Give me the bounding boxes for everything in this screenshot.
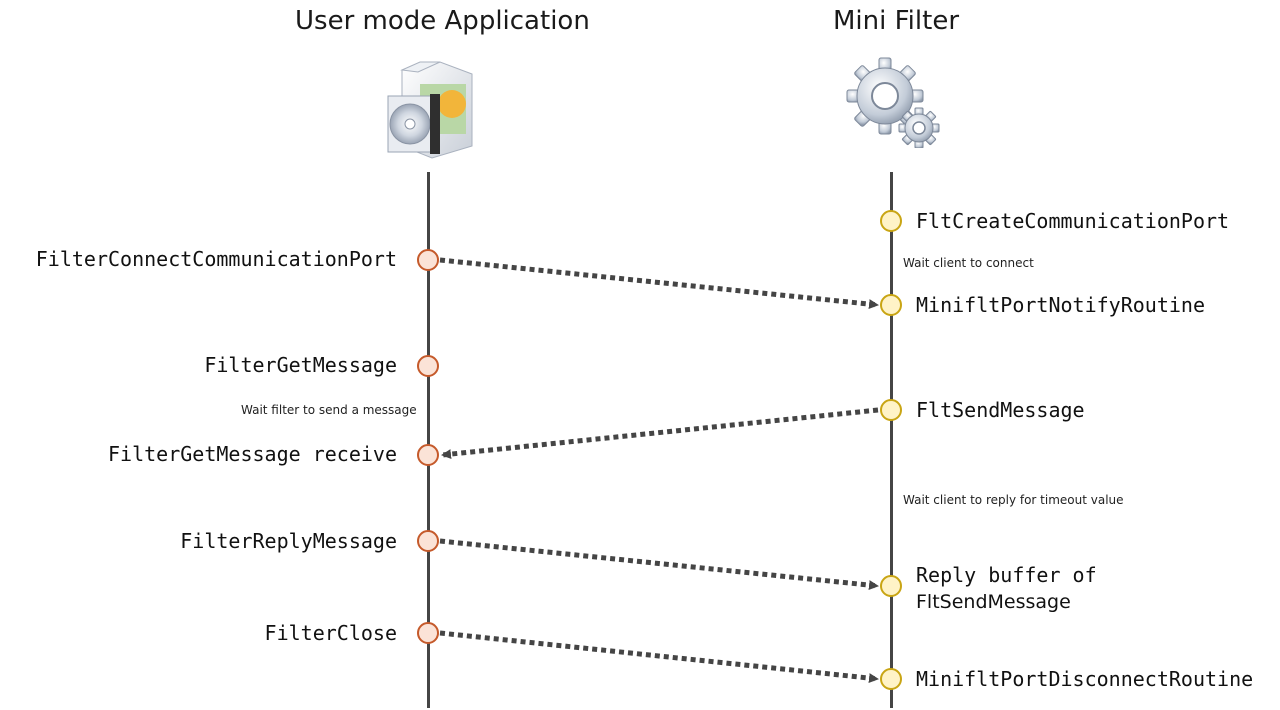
app-timeline <box>427 172 430 708</box>
node-getmsg <box>417 355 439 377</box>
label-close: FilterClose <box>264 621 397 645</box>
label-getmsg: FilterGetMessage <box>204 353 397 377</box>
node-getmsg-receive <box>417 444 439 466</box>
note-wait-filter: Wait filter to send a message <box>241 403 417 417</box>
gears-icon <box>846 57 940 148</box>
node-connect <box>417 249 439 271</box>
label-reply-buffer-line2: FltSendMessage <box>916 591 1071 613</box>
node-send <box>880 399 902 421</box>
arrow-connect-to-notify <box>439 257 879 310</box>
node-notify <box>880 294 902 316</box>
node-disconnect <box>880 668 902 690</box>
user-mode-title: User mode Application <box>295 6 590 36</box>
label-create-port: FltCreateCommunicationPort <box>916 209 1230 233</box>
filter-timeline <box>890 172 893 708</box>
label-connect: FilterConnectCommunicationPort <box>35 247 397 271</box>
node-reply <box>417 530 439 552</box>
label-getmsg-receive: FilterGetMessage receive <box>108 442 397 466</box>
label-notify: MinifltPortNotifyRoutine <box>916 293 1205 317</box>
label-disconnect: MinifltPortDisconnectRoutine <box>916 667 1254 691</box>
note-wait-reply: Wait client to reply for timeout value <box>903 493 1124 507</box>
label-send: FltSendMessage <box>916 398 1085 422</box>
application-box-icon <box>387 61 473 159</box>
label-reply: FilterReplyMessage <box>180 529 397 553</box>
note-wait-connect: Wait client to connect <box>903 256 1034 270</box>
arrow-close-to-disconnect <box>439 630 879 684</box>
node-reply-buffer <box>880 575 902 597</box>
mini-filter-title: Mini Filter <box>833 6 960 36</box>
node-create-port <box>880 210 902 232</box>
arrow-send-to-receive <box>441 407 879 460</box>
label-reply-buffer-line1: Reply buffer of <box>916 563 1097 587</box>
arrow-reply-to-buffer <box>439 538 879 591</box>
node-close <box>417 622 439 644</box>
